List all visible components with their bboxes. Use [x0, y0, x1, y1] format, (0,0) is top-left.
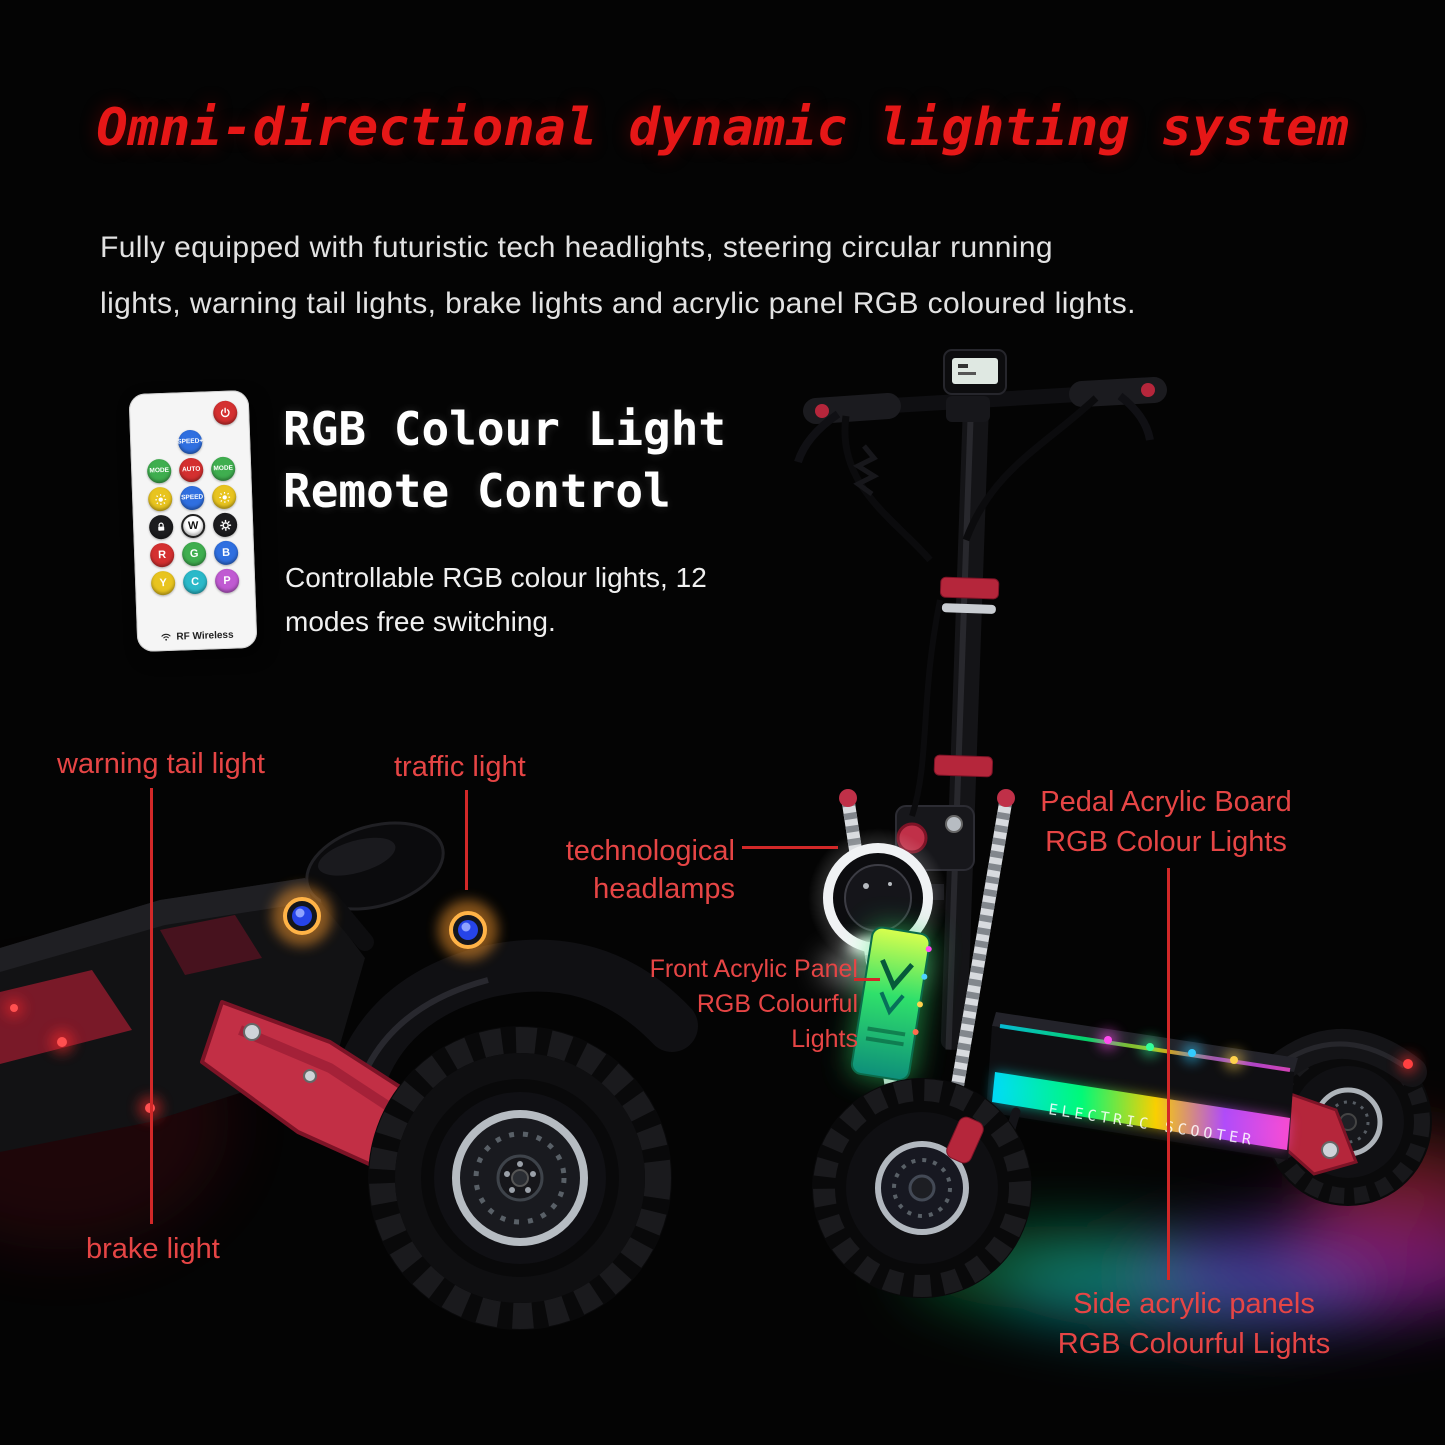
- rgb-heading-line-1: RGB Colour Light: [283, 402, 727, 456]
- label-headlamps-line-1: technological: [565, 835, 735, 867]
- display: [943, 349, 1007, 395]
- speed-button: SPEED: [179, 485, 205, 511]
- lock-button: [148, 514, 174, 540]
- tail-light-housing: [305, 821, 445, 911]
- side-acrylic-panel: [992, 1072, 1290, 1150]
- rf-wireless-icon: [161, 633, 171, 641]
- yellow-colour-button: Y: [150, 570, 176, 596]
- rear-wheel: [368, 1026, 672, 1330]
- page-title: Omni-directional dynamic lighting system: [96, 98, 1349, 158]
- sun-icon: [154, 493, 166, 505]
- handlebars: [794, 349, 1167, 464]
- label-pedal-acrylic-board: Pedal Acrylic Board RGB Colour Lights: [1018, 782, 1314, 862]
- lock-icon: [158, 522, 165, 531]
- leader-line-warning-brake: [150, 788, 153, 1224]
- brake-lever: [794, 410, 841, 464]
- deck: ELECTRIC SCOOTER: [986, 1012, 1298, 1160]
- rgb-section-heading: RGB Colour Light Remote Control: [283, 398, 726, 522]
- settings-button: [212, 512, 238, 538]
- label-side-panels-line-2: RGB Colourful Lights: [1057, 1328, 1331, 1360]
- leader-line-pedal-side: [1167, 868, 1170, 1280]
- pink-colour-button: P: [214, 568, 240, 594]
- mode-button: MODE: [146, 458, 172, 484]
- label-warning-tail-light: warning tail light: [57, 748, 265, 780]
- label-traffic-light: traffic light: [394, 751, 526, 783]
- remote-brand-label: RF Wireless: [176, 629, 234, 643]
- stem-clamp: [939, 576, 1000, 600]
- blue-colour-button: B: [213, 540, 239, 566]
- stem: [933, 401, 1000, 1050]
- subtitle: Fully equipped with futuristic tech head…: [100, 220, 1380, 332]
- leader-line-headlamps: [742, 846, 838, 849]
- front-wheel: [812, 1078, 1032, 1298]
- cyan-colour-button: C: [182, 569, 208, 595]
- rgb-desc-line-2: modes free switching.: [285, 606, 556, 637]
- subtitle-line-1: Fully equipped with futuristic tech head…: [100, 231, 1054, 264]
- stem-clamp: [933, 754, 994, 778]
- rgb-remote-control: SPEED+ MODE AUTO MODE SPEED: [128, 389, 258, 653]
- brightness-up-button: [147, 486, 173, 512]
- cables: [841, 395, 1099, 817]
- leader-line-front-panel: [854, 978, 880, 981]
- rgb-desc-line-1: Controllable RGB colour lights, 12: [285, 562, 707, 593]
- label-pedal-line-2: RGB Colour Lights: [1045, 826, 1287, 858]
- label-headlamps-line-2: headlamps: [593, 873, 735, 905]
- label-front-panel-line-2: RGB Colourful Lights: [696, 990, 858, 1053]
- label-side-panels-line-1: Side acrylic panels: [1073, 1288, 1315, 1320]
- label-brake-light: brake light: [86, 1233, 220, 1265]
- front-acrylic-panel: [849, 925, 934, 1083]
- red-colour-button: R: [149, 542, 175, 568]
- brightness-down-button: [211, 484, 237, 510]
- rgb-heading-line-2: Remote Control: [283, 464, 671, 518]
- full-scooter: ELECTRIC SCOOTER: [794, 349, 1432, 1298]
- traffic-light-right: [438, 900, 498, 960]
- auto-button: AUTO: [178, 457, 204, 483]
- green-colour-button: G: [181, 541, 207, 567]
- power-icon: [220, 407, 230, 418]
- brake-caliper: [946, 1116, 984, 1164]
- w-button: W: [180, 513, 206, 539]
- label-front-acrylic-panel: Front Acrylic Panel RGB Colourful Lights: [630, 952, 858, 1057]
- mode-button: MODE: [210, 456, 236, 482]
- rgb-floor-glow: [910, 1130, 1445, 1332]
- remote-brand: RF Wireless: [160, 629, 234, 644]
- speed-plus-button: SPEED+: [177, 429, 203, 455]
- label-side-acrylic-panels: Side acrylic panels RGB Colourful Lights: [1036, 1284, 1352, 1364]
- left-deck: [0, 878, 365, 1152]
- rear-wheel-closeup: [0, 821, 698, 1330]
- gear-icon: [219, 519, 231, 531]
- label-pedal-line-1: Pedal Acrylic Board: [1040, 786, 1292, 818]
- label-front-panel-line-1: Front Acrylic Panel: [649, 955, 858, 983]
- sun-icon: [218, 491, 230, 503]
- pedal-rgb-lights: [1098, 1030, 1244, 1070]
- subtitle-line-2: lights, warning tail lights, brake light…: [100, 287, 1136, 320]
- traffic-light-left: [272, 886, 332, 946]
- leader-line-traffic-light: [465, 790, 468, 890]
- rgb-section-description: Controllable RGB colour lights, 12 modes…: [285, 556, 707, 644]
- power-button: [212, 400, 238, 426]
- label-technological-headlamps: technological headlamps: [545, 832, 735, 908]
